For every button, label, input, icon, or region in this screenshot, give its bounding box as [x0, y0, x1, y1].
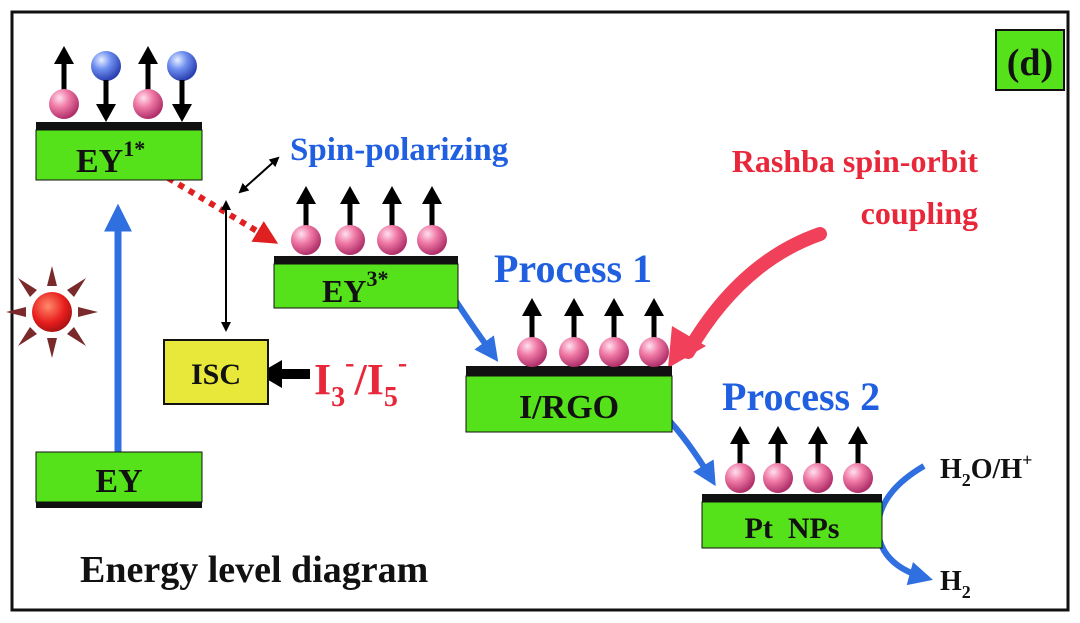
- panel-label: (d): [995, 29, 1065, 91]
- spin-up-electron-icon: [559, 298, 589, 367]
- diagram-frame: [10, 10, 1070, 612]
- ey3-spins: [291, 186, 447, 255]
- spin-up-electron-icon: [291, 186, 321, 255]
- iodide-to-isc-arrow: [258, 360, 310, 388]
- spin-polarizing-pointer: [238, 156, 280, 194]
- spin-up-electron-icon: [133, 46, 163, 119]
- spin-down-electron-icon: [91, 51, 121, 122]
- level-pt: Pt NPs: [701, 494, 883, 549]
- rashba-label-line1: Rashba spin-orbit: [732, 143, 979, 179]
- spin-up-electron-icon: [725, 426, 755, 493]
- rashba-pointer-head: [668, 326, 706, 368]
- spin-up-electron-icon: [377, 186, 407, 255]
- pt-spins: [725, 426, 873, 493]
- spin-up-electron-icon: [335, 186, 365, 255]
- level-ey3: EY3*: [273, 256, 459, 309]
- level-ey1: EY1*: [35, 122, 203, 181]
- level-ey1-superscript: 1*: [123, 136, 145, 161]
- svg-text:EY: EY: [95, 463, 142, 500]
- spin-up-electron-icon: [843, 426, 873, 493]
- level-ey1-label: EY: [76, 143, 123, 180]
- level-irgo: I/RGO: [465, 366, 673, 433]
- spin-up-electron-icon: [803, 426, 833, 493]
- spin-polarizing-label: Spin-polarizing: [290, 132, 509, 168]
- spin-up-electron-icon: [639, 298, 669, 367]
- level-ey3-superscript: 3*: [366, 266, 388, 291]
- level-ey3-label: EY: [322, 273, 366, 309]
- level-isc-label: ISC: [191, 358, 241, 391]
- process1-label: Process 1: [494, 246, 652, 291]
- spin-down-electron-icon: [167, 51, 197, 122]
- rashba-label-line2: coupling: [861, 195, 978, 231]
- diagram-title: Energy level diagram: [80, 549, 428, 591]
- water-proton-label: H2O/H+: [940, 450, 1032, 490]
- ey1-spins: [49, 46, 197, 122]
- spin-up-electron-icon: [417, 186, 447, 255]
- spin-up-electron-icon: [599, 298, 629, 367]
- hydrogen-label: H2: [940, 566, 971, 602]
- level-irgo-label: I/RGO: [519, 389, 619, 426]
- process2-label: Process 2: [722, 374, 880, 419]
- level-ey: EY: [35, 451, 203, 508]
- sun-icon: [6, 266, 98, 358]
- level-pt-label: Pt NPs: [745, 512, 840, 545]
- level-ey-label: EY: [95, 463, 142, 500]
- svg-text:EY3*: EY3*: [322, 266, 388, 309]
- irgo-spins: [517, 298, 669, 367]
- spin-up-electron-icon: [763, 426, 793, 493]
- spin-up-electron-icon: [49, 46, 79, 119]
- panel-label-text: (d): [1007, 42, 1053, 84]
- iodide-label: I3-/I5-: [314, 348, 407, 413]
- intersystem-dotted-arrow: [156, 169, 279, 244]
- spin-up-electron-icon: [517, 298, 547, 367]
- level-isc: ISC: [163, 339, 269, 405]
- svg-text:EY1*: EY1*: [76, 136, 145, 180]
- rashba-pointer-arrow: [681, 227, 827, 359]
